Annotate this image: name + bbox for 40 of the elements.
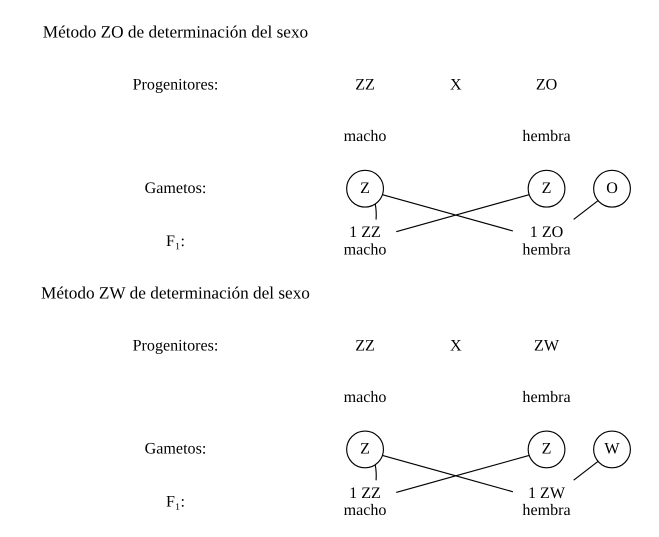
connector (396, 454, 529, 493)
label: ZZ (354, 76, 374, 94)
label: Método ZW de determinación del sexo (40, 283, 310, 302)
node-circle: O (592, 170, 630, 208)
node-text: 1 ZZ (348, 224, 380, 242)
node-label: hembra (522, 502, 570, 520)
node-circle: W (592, 430, 630, 468)
label: Método ZO de determinación del sexo (42, 22, 308, 42)
node-label: macho (343, 241, 386, 258)
connector (382, 454, 513, 492)
label: F₁: (165, 232, 184, 250)
connector (374, 464, 376, 480)
connector (382, 194, 513, 232)
node-circle: Z (346, 430, 384, 468)
node-label: macho (343, 502, 386, 520)
node-text: 1 ZW (528, 484, 565, 502)
node-circle: Z (527, 430, 565, 468)
label: F₁: (165, 494, 184, 511)
label: macho (343, 388, 386, 406)
label: ZW (534, 337, 559, 354)
label: X (449, 337, 462, 354)
label: hembra (522, 388, 570, 406)
label: macho (343, 128, 386, 146)
connector (374, 204, 376, 220)
label: X (449, 76, 462, 94)
label: ZZ (354, 337, 374, 354)
label: Gametos: (144, 180, 206, 197)
label: ZO (535, 76, 557, 94)
connector (396, 194, 529, 232)
connector (572, 461, 598, 481)
label: Progenitores: (132, 76, 218, 94)
node-circle: Z (346, 170, 384, 208)
node-text: 1 ZO (529, 224, 563, 242)
node-label: hembra (522, 241, 570, 258)
label: Progenitores: (132, 337, 218, 354)
connector (572, 200, 598, 220)
node-text: 1 ZZ (348, 484, 380, 502)
label: Gametos: (144, 440, 206, 458)
label: hembra (522, 128, 570, 146)
node-circle: Z (527, 170, 565, 208)
